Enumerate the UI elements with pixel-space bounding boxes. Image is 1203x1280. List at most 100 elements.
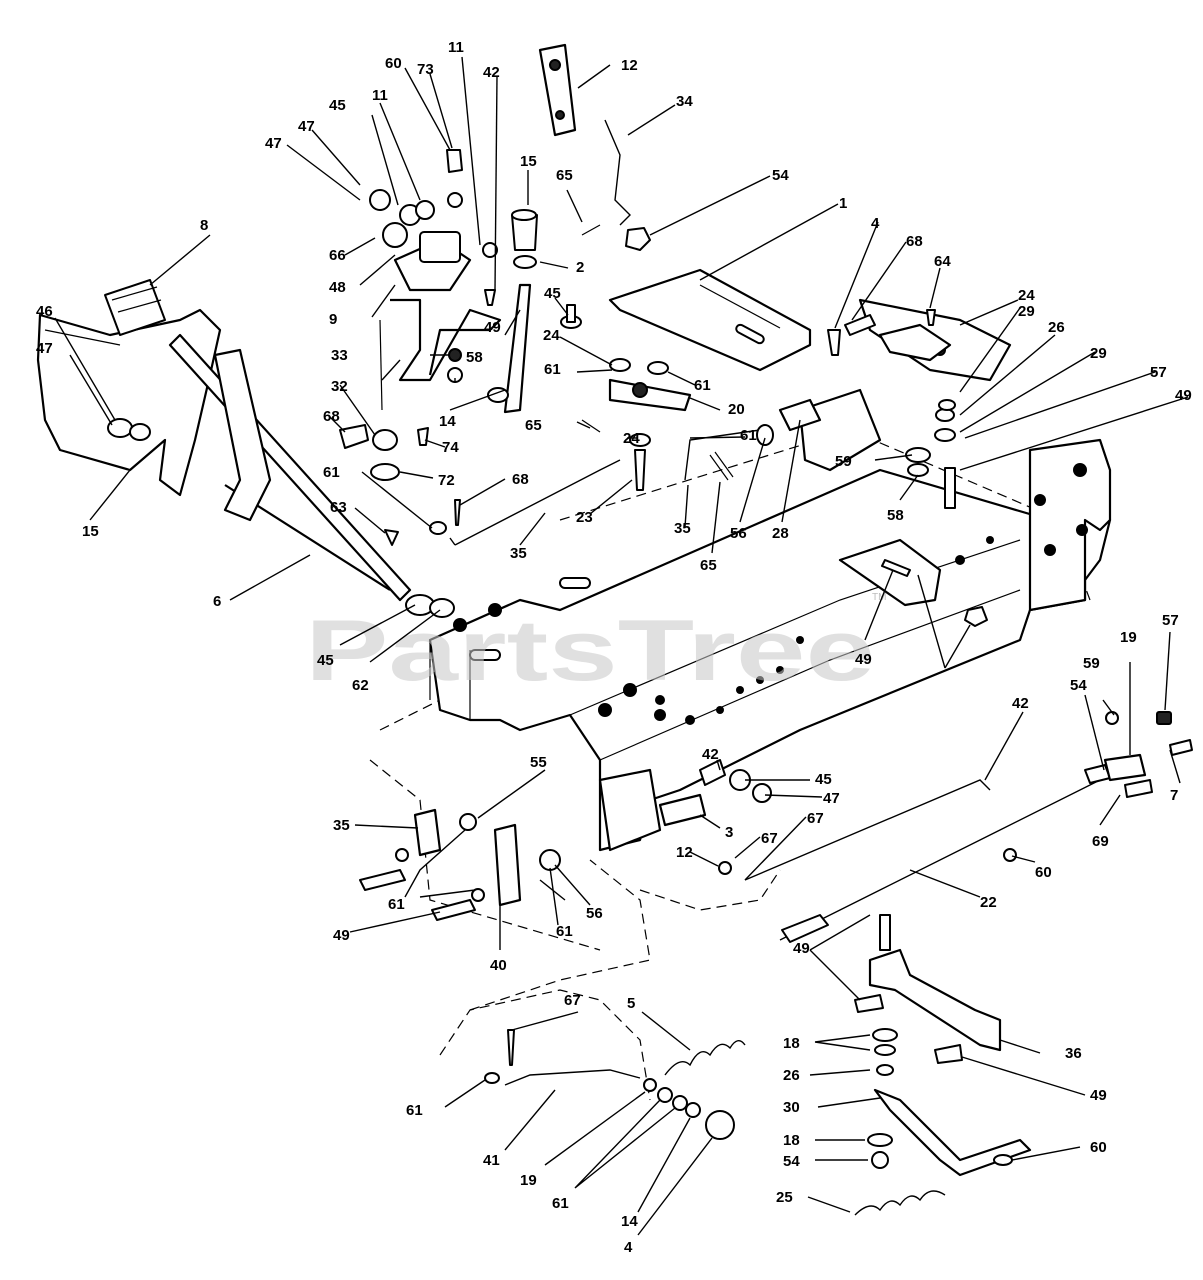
callout-number: 54 [1070,677,1087,694]
callout-number: 45 [544,285,561,302]
callout-number: 61 [552,1195,569,1212]
callout-number: 47 [265,135,282,152]
callout-number: 42 [1012,695,1029,712]
callout-number: 26 [1048,319,1065,336]
callout-number: 19 [1120,629,1137,646]
callout-number: 8 [200,217,208,234]
callout-number: 68 [906,233,923,250]
callout-number: 69 [1092,833,1109,850]
callout-number: 11 [448,39,464,56]
callout-number: 67 [564,992,581,1009]
trademark-symbol: TM [872,592,886,603]
callout-number: 30 [783,1099,800,1116]
callout-number: 55 [530,754,547,771]
callout-number: 58 [466,349,483,366]
callout-number: 3 [725,824,733,841]
callout-number: 14 [621,1213,638,1230]
callout-number: 61 [694,377,711,394]
callout-number: 42 [702,746,719,763]
callout-number: 46 [36,303,53,320]
callout-number: 61 [406,1102,423,1119]
callout-number: 20 [728,401,745,418]
callout-number: 56 [730,525,747,542]
partstree-watermark: PartsTree [305,603,875,699]
callout-number: 22 [980,894,997,911]
callout-number: 19 [520,1172,537,1189]
callout-number: 2 [576,259,584,276]
callout-number: 12 [676,844,693,861]
callout-numbers: 12 34 11 42 60 73 11 45 47 47 15 65 54 1… [36,39,1192,1256]
callout-number: 61 [388,896,405,913]
callout-number: 18 [783,1132,800,1149]
callout-number: 34 [676,93,693,110]
callout-number: 54 [783,1153,800,1170]
callout-number: 57 [1150,364,1167,381]
callout-number: 23 [576,509,593,526]
callout-number: 61 [544,361,561,378]
callout-number: 49 [1090,1087,1107,1104]
callout-number: 66 [329,247,346,264]
callout-number: 42 [483,64,500,81]
callout-number: 4 [624,1239,633,1256]
callout-number: 1 [839,195,847,212]
callout-number: 35 [674,520,691,537]
callout-number: 6 [213,593,221,610]
callout-number: 29 [1018,303,1035,320]
callout-number: 36 [1065,1045,1082,1062]
callout-number: 11 [372,87,388,104]
callout-number: 64 [934,253,951,270]
callout-number: 18 [783,1035,800,1052]
callout-number: 15 [82,523,99,540]
callout-number: 47 [298,118,315,135]
callout-number: 49 [1175,387,1192,404]
callout-number: 24 [1018,287,1035,304]
callout-number: 49 [484,319,501,336]
callout-number: 15 [520,153,537,170]
callout-number: 9 [329,311,337,328]
callout-number: 68 [512,471,529,488]
callout-number: 48 [329,279,346,296]
callout-number: 49 [855,651,872,668]
callout-number: 61 [323,464,340,481]
callout-number: 29 [1090,345,1107,362]
callout-number: 65 [700,557,717,574]
callout-number: 45 [317,652,334,669]
callout-number: 67 [761,830,778,847]
callout-number: 54 [772,167,789,184]
callout-number: 61 [556,923,573,940]
callout-number: 45 [815,771,832,788]
callout-number: 59 [835,453,852,470]
callout-number: 60 [385,55,402,72]
callout-number: 5 [627,995,635,1012]
callout-number: 35 [333,817,350,834]
exploded-view-drawing [36,43,1193,1216]
callout-number: 41 [483,1152,500,1169]
leader-lines [54,56,1189,1236]
callout-number: 7 [1170,787,1178,804]
callout-number: 61 [740,427,757,444]
callout-number: 62 [352,677,369,694]
callout-number: 57 [1162,612,1179,629]
callout-number: 28 [772,525,789,542]
callout-number: 74 [442,439,459,456]
callout-number: 4 [871,215,880,232]
callout-number: 60 [1035,864,1052,881]
callout-number: 49 [333,927,350,944]
callout-number: 63 [330,499,347,516]
callout-number: 32 [331,378,348,395]
callout-number: 12 [621,57,638,74]
callout-number: 33 [331,347,348,364]
callout-number: 58 [887,507,904,524]
callout-number: 68 [323,408,340,425]
callout-number: 35 [510,545,527,562]
callout-number: 60 [1090,1139,1107,1156]
callout-number: 47 [36,340,53,357]
callout-number: 49 [793,940,810,957]
callout-number: 24 [543,327,560,344]
callout-number: 45 [329,97,346,114]
callout-number: 26 [783,1067,800,1084]
callout-number: 59 [1083,655,1100,672]
callout-number: 25 [776,1189,793,1206]
callout-number: 65 [556,167,573,184]
